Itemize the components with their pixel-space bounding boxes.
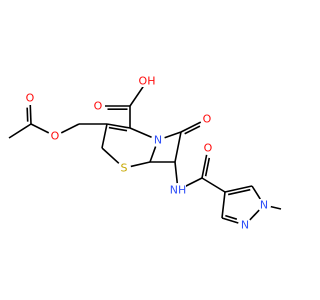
bond-pz1-pz2 xyxy=(249,209,260,221)
pyrazole-n2-label-bg xyxy=(240,219,250,231)
amide-nh-label: NH xyxy=(170,184,187,197)
bond-pz2-pz3-double xyxy=(225,214,238,220)
bond-ac_c-ac_o-double xyxy=(26,107,29,122)
bond-c8-ket_o-double xyxy=(184,125,201,135)
bond-am_c-am_o xyxy=(201,154,208,179)
ring-nitrogen-label: N xyxy=(154,134,162,147)
carboxyl-oxygen-label: O xyxy=(94,100,103,113)
ring-nitrogen-label-bg xyxy=(153,134,163,146)
bond-s-c4 xyxy=(101,147,120,164)
bond-ac_c-me xyxy=(8,123,32,139)
bond-c8-c7 xyxy=(174,131,182,163)
amide-oxygen-label-bg xyxy=(203,142,213,154)
sulfur-label: S xyxy=(121,162,128,175)
carboxyl-oxygen-label-bg xyxy=(93,100,103,112)
pyrazole-n1-label: N xyxy=(260,199,268,212)
amide-oxygen-label: O xyxy=(204,142,213,155)
bond-pz2-pz3 xyxy=(221,217,239,224)
bond-c3-c2 xyxy=(106,123,131,129)
bond-pz1-nme xyxy=(270,205,282,210)
bond-pz4-pz5-double xyxy=(227,188,251,196)
bonds xyxy=(8,86,282,224)
amide-nh-label-bg xyxy=(170,184,186,196)
acetyl-oxygen-label-bg xyxy=(25,92,35,104)
bond-c2-n5 xyxy=(129,127,152,138)
bond-cooh_c-oh xyxy=(129,86,144,107)
bond-c4-c3 xyxy=(101,123,108,149)
oh-label-bg xyxy=(139,75,155,87)
acetyl-oxygen-label: O xyxy=(26,92,35,105)
bond-pz3-pz4 xyxy=(221,191,226,219)
bond-n5-c8 xyxy=(164,131,182,139)
bond-pz4-pz5 xyxy=(224,185,253,193)
bond-c8-ket_o xyxy=(180,121,202,133)
pyrazole-n1-label-bg xyxy=(259,199,269,211)
bond-ch2-est_o xyxy=(60,123,80,134)
bond-am_c-pz4 xyxy=(201,177,226,193)
bond-c3-c2-double xyxy=(108,126,128,132)
bond-c6-n5 xyxy=(149,146,157,163)
oh-label: OH xyxy=(139,75,156,88)
ketone-oxygen-label-bg xyxy=(202,113,212,125)
bond-am_c-am_o-double xyxy=(204,157,211,177)
bond-pz5-pz1 xyxy=(251,185,261,200)
bond-est_o-ac_c xyxy=(30,123,50,134)
pyrazole-n2-label: N xyxy=(241,219,249,232)
bond-c6-s xyxy=(130,161,151,168)
bond-nh-am_c xyxy=(183,177,203,188)
ester-oxygen-label: O xyxy=(51,130,60,143)
sulfur-label-bg xyxy=(119,162,129,174)
ketone-oxygen-label: O xyxy=(203,113,212,126)
bond-c7-nh xyxy=(174,161,179,184)
bond-ac_c-ac_o xyxy=(29,104,32,125)
ester-oxygen-label-bg xyxy=(50,130,60,142)
